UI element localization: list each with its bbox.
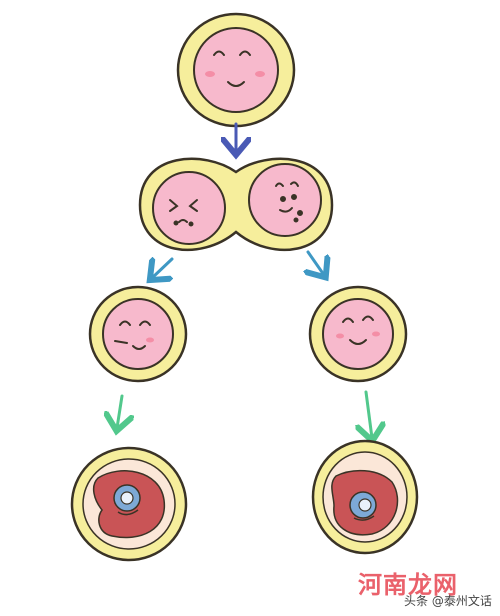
separated-cell-left xyxy=(88,285,188,383)
worried-face-icon xyxy=(275,181,303,223)
arrow-down-left-icon xyxy=(152,259,174,278)
arrow-down-right-icon xyxy=(308,250,324,275)
zygote-cell xyxy=(176,12,296,128)
happy-face-icon xyxy=(205,50,265,87)
embryo-icon xyxy=(349,491,377,521)
credit-label: 头条 @泰州文话 xyxy=(404,594,492,608)
smiling-face-icon xyxy=(336,315,380,345)
embryo-right xyxy=(311,439,419,555)
smiling-face-icon xyxy=(114,320,154,350)
site-watermark: 河南龙网 xyxy=(358,571,458,599)
embryo-left xyxy=(70,446,188,562)
arrow-down-left-icon xyxy=(117,394,122,428)
arrow-down-right-icon xyxy=(366,390,372,438)
embryo-icon xyxy=(113,484,141,516)
two-cell-stage xyxy=(138,157,334,252)
separated-cell-right xyxy=(308,285,408,383)
squinting-face-icon xyxy=(169,199,198,227)
